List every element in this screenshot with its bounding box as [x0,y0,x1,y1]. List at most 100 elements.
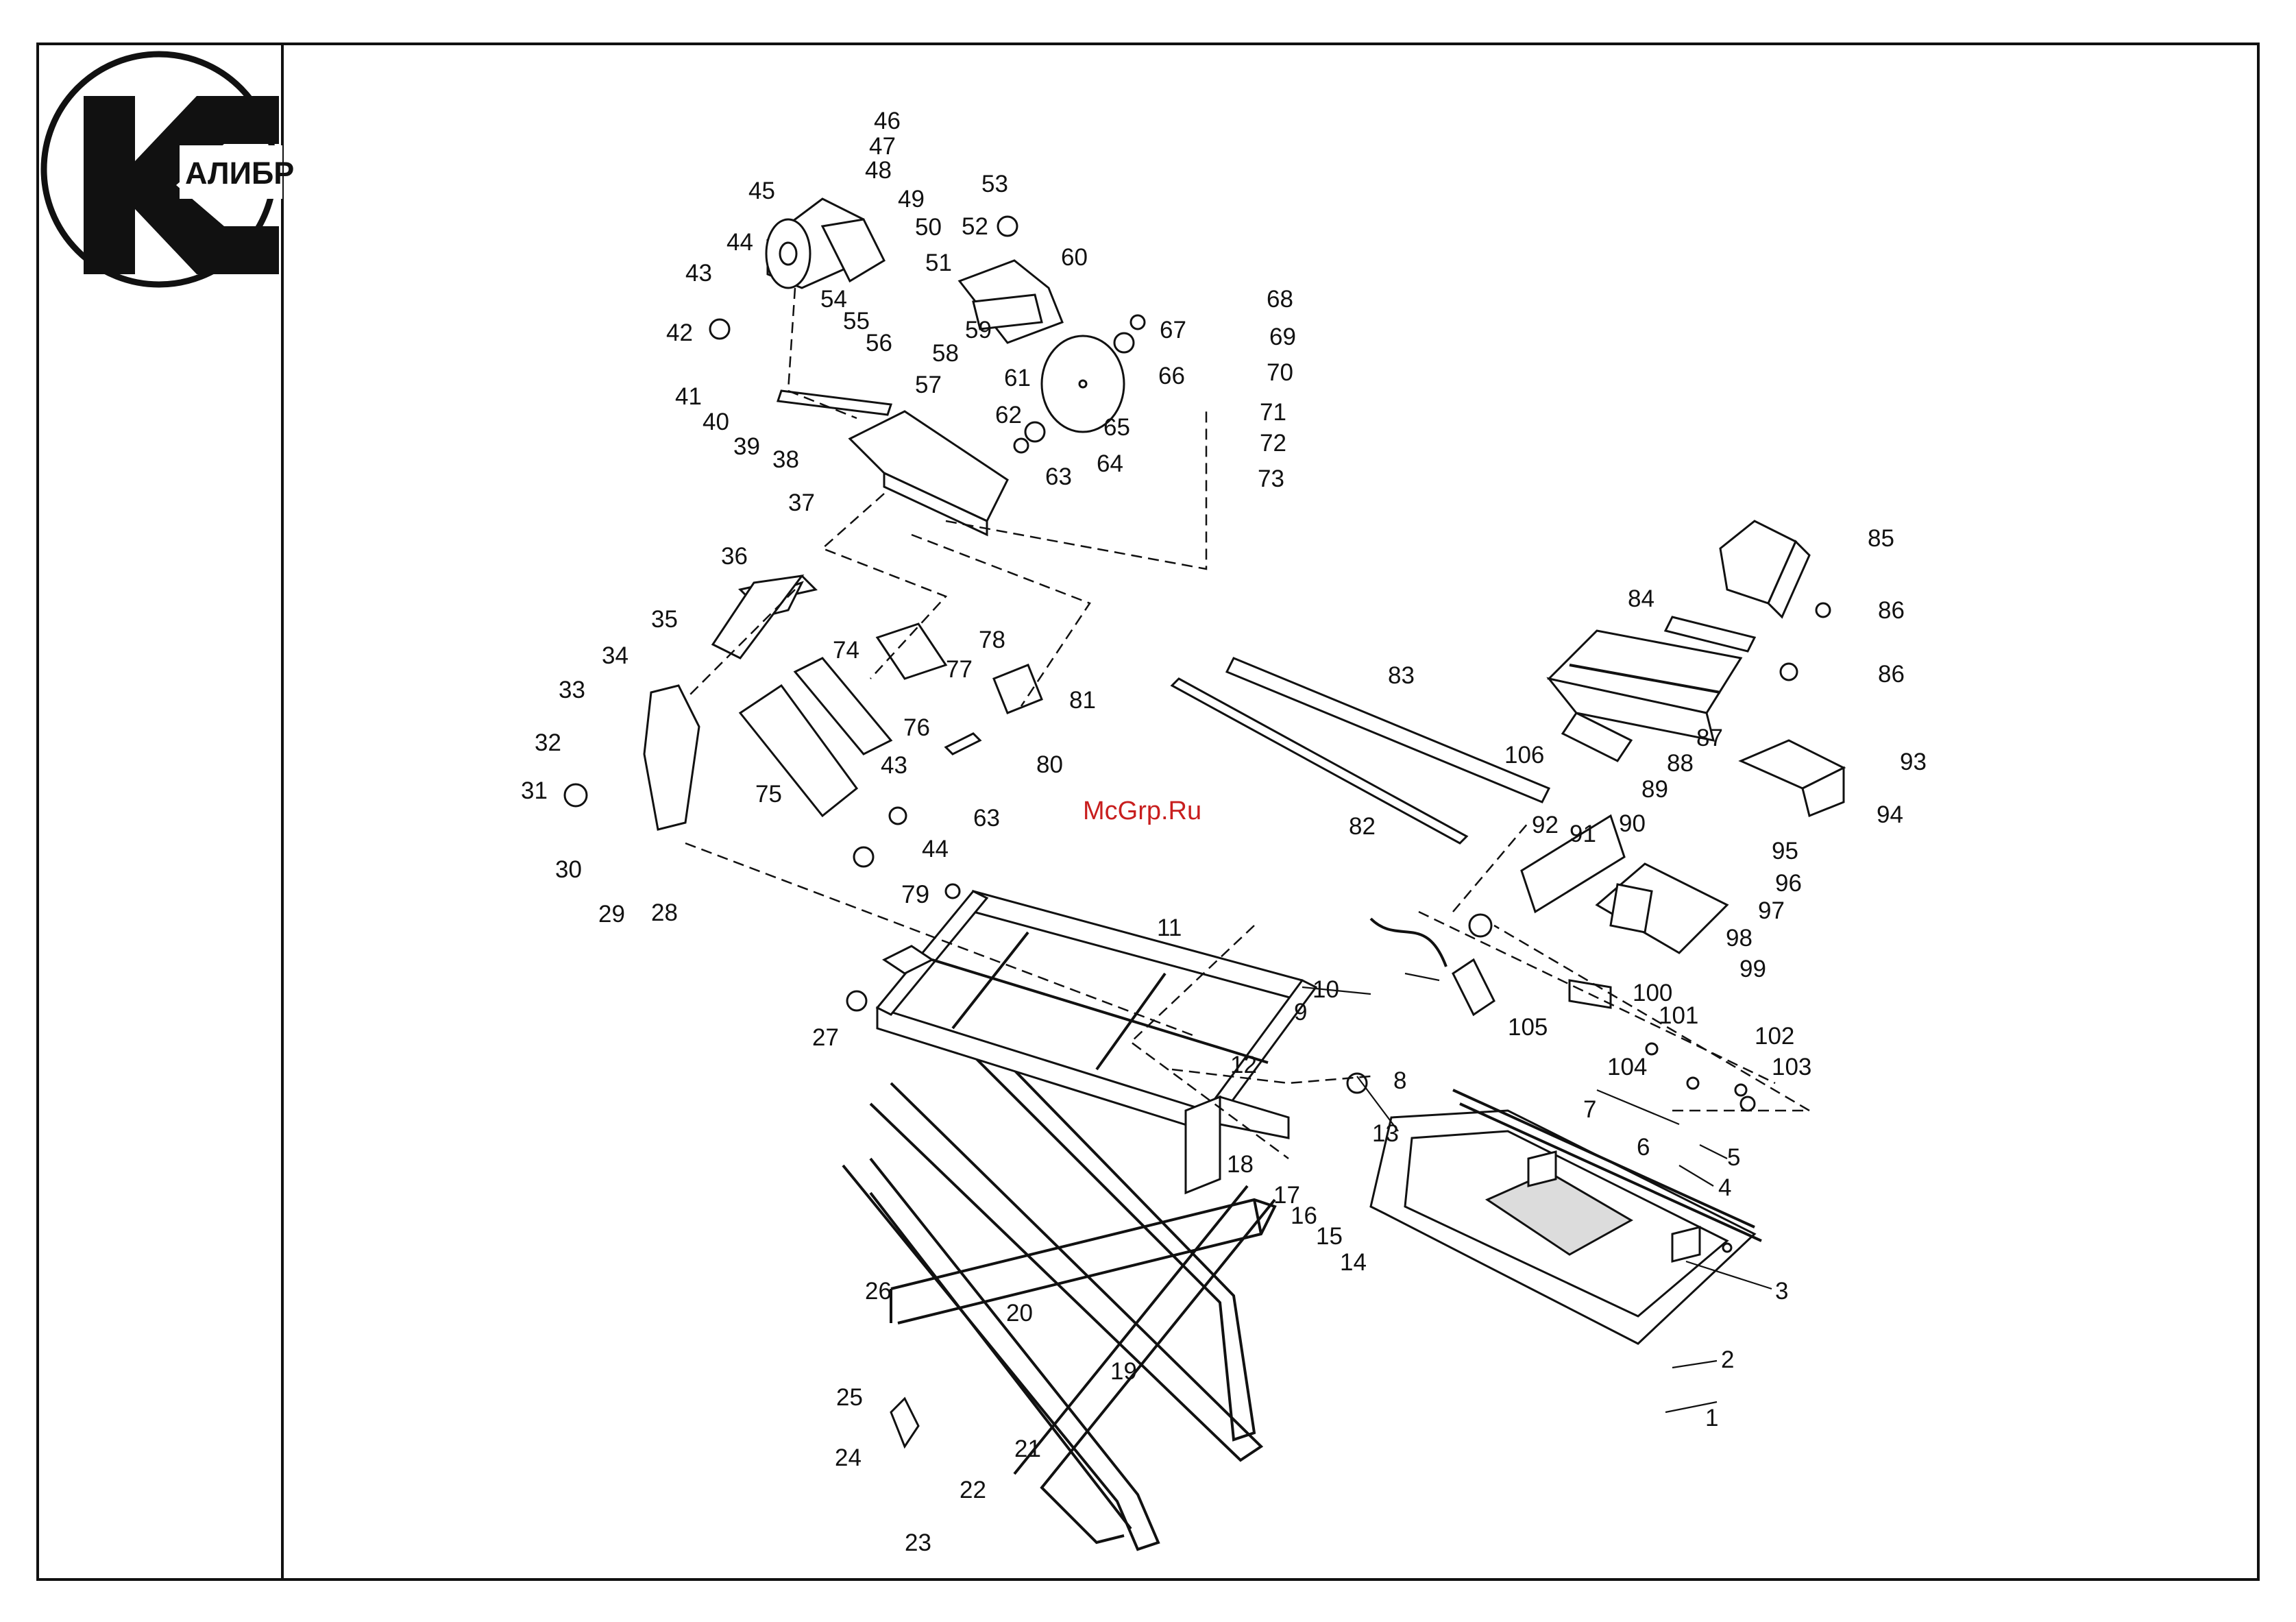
label-104: 104 [1607,1054,1647,1080]
label-63b: 63 [973,805,1000,832]
label-38: 38 [772,446,799,473]
label-96: 96 [1775,870,1802,897]
label-1: 1 [1705,1405,1718,1431]
label-67: 67 [1160,317,1186,343]
label-55: 55 [843,308,870,335]
label-80: 80 [1036,751,1063,778]
label-94: 94 [1877,801,1903,828]
label-106: 106 [1504,742,1544,768]
label-9: 9 [1294,999,1307,1026]
extension-rails [1170,657,1551,845]
label-56: 56 [866,330,892,356]
label-97: 97 [1758,897,1785,924]
label-92: 92 [1532,812,1559,838]
label-22: 22 [960,1477,986,1503]
label-99: 99 [1739,956,1766,982]
label-103: 103 [1772,1054,1811,1080]
label-61: 61 [1004,365,1031,391]
label-43: 43 [685,260,712,287]
label-43b: 43 [881,752,907,779]
label-25: 25 [836,1384,863,1411]
label-46: 46 [874,108,901,134]
label-68: 68 [1267,286,1293,313]
label-83: 83 [1388,662,1415,689]
label-2: 2 [1721,1346,1734,1373]
pivot-arm [643,574,818,831]
label-75: 75 [755,781,782,808]
label-39: 39 [733,433,760,460]
label-30: 30 [555,856,582,883]
label-5: 5 [1727,1144,1740,1171]
label-48: 48 [865,157,892,184]
label-59: 59 [965,317,992,343]
label-3: 3 [1775,1278,1788,1305]
label-74: 74 [833,637,859,664]
label-100: 100 [1633,980,1672,1006]
label-85: 85 [1868,525,1894,552]
label-102: 102 [1755,1023,1794,1050]
label-79: 79 [901,880,929,908]
label-42: 42 [666,319,693,346]
label-54: 54 [820,286,847,313]
label-64: 64 [1097,450,1123,477]
label-20: 20 [1006,1300,1033,1327]
label-88: 88 [1667,750,1694,777]
water-tray [1369,1089,1762,1345]
label-72: 72 [1260,430,1286,457]
label-52: 52 [962,213,988,240]
drive-belts [738,622,1043,818]
watermark: McGrp.Ru [1083,797,1201,825]
label-16: 16 [1291,1202,1317,1229]
label-86: 86 [1878,597,1905,624]
label-24: 24 [835,1444,862,1471]
label-45: 45 [748,178,775,204]
label-7: 7 [1583,1096,1596,1123]
stand-legs [842,1041,1277,1551]
label-23: 23 [905,1529,931,1556]
label-32: 32 [535,729,561,756]
label-82: 82 [1349,813,1376,840]
label-27: 27 [812,1024,839,1051]
label-14: 14 [1340,1249,1367,1276]
label-34: 34 [602,642,628,669]
label-8: 8 [1393,1067,1406,1094]
label-101: 101 [1659,1002,1698,1029]
part-labels: 1 2 3 4 5 6 7 8 9 10 11 12 13 14 15 16 1… [521,108,1927,1556]
label-12: 12 [1230,1052,1257,1078]
label-76: 76 [903,714,930,741]
label-57: 57 [915,372,942,398]
label-19: 19 [1110,1358,1137,1385]
label-60: 60 [1061,244,1088,271]
label-15: 15 [1316,1223,1343,1250]
right-support-plate [1546,629,1743,742]
frame-rails [875,890,1318,1195]
label-17: 17 [1273,1182,1300,1209]
label-90: 90 [1619,810,1646,837]
label-11: 11 [1157,915,1182,941]
logo-text: АЛИБР [185,156,294,191]
label-73: 73 [1258,465,1284,492]
label-58: 58 [932,340,959,367]
label-84: 84 [1628,585,1654,612]
label-70: 70 [1267,359,1293,386]
label-37: 37 [788,489,815,516]
label-44: 44 [726,229,753,256]
label-81: 81 [1069,687,1096,714]
label-44b: 44 [922,836,949,862]
label-93: 93 [1900,749,1927,775]
assembly-dashed-lines [685,287,1813,1160]
label-105: 105 [1508,1014,1548,1041]
guide-bracket-94 [1738,739,1846,818]
label-40: 40 [703,409,729,435]
label-18: 18 [1227,1151,1254,1178]
label-47: 47 [869,133,896,160]
sliding-table [1520,712,1729,1009]
label-77: 77 [946,656,973,683]
label-49: 49 [898,186,925,213]
label-26: 26 [865,1278,892,1305]
label-71: 71 [1260,399,1286,426]
label-33: 33 [559,677,585,703]
label-63: 63 [1045,463,1072,490]
right-bracket-85 [1663,520,1811,653]
